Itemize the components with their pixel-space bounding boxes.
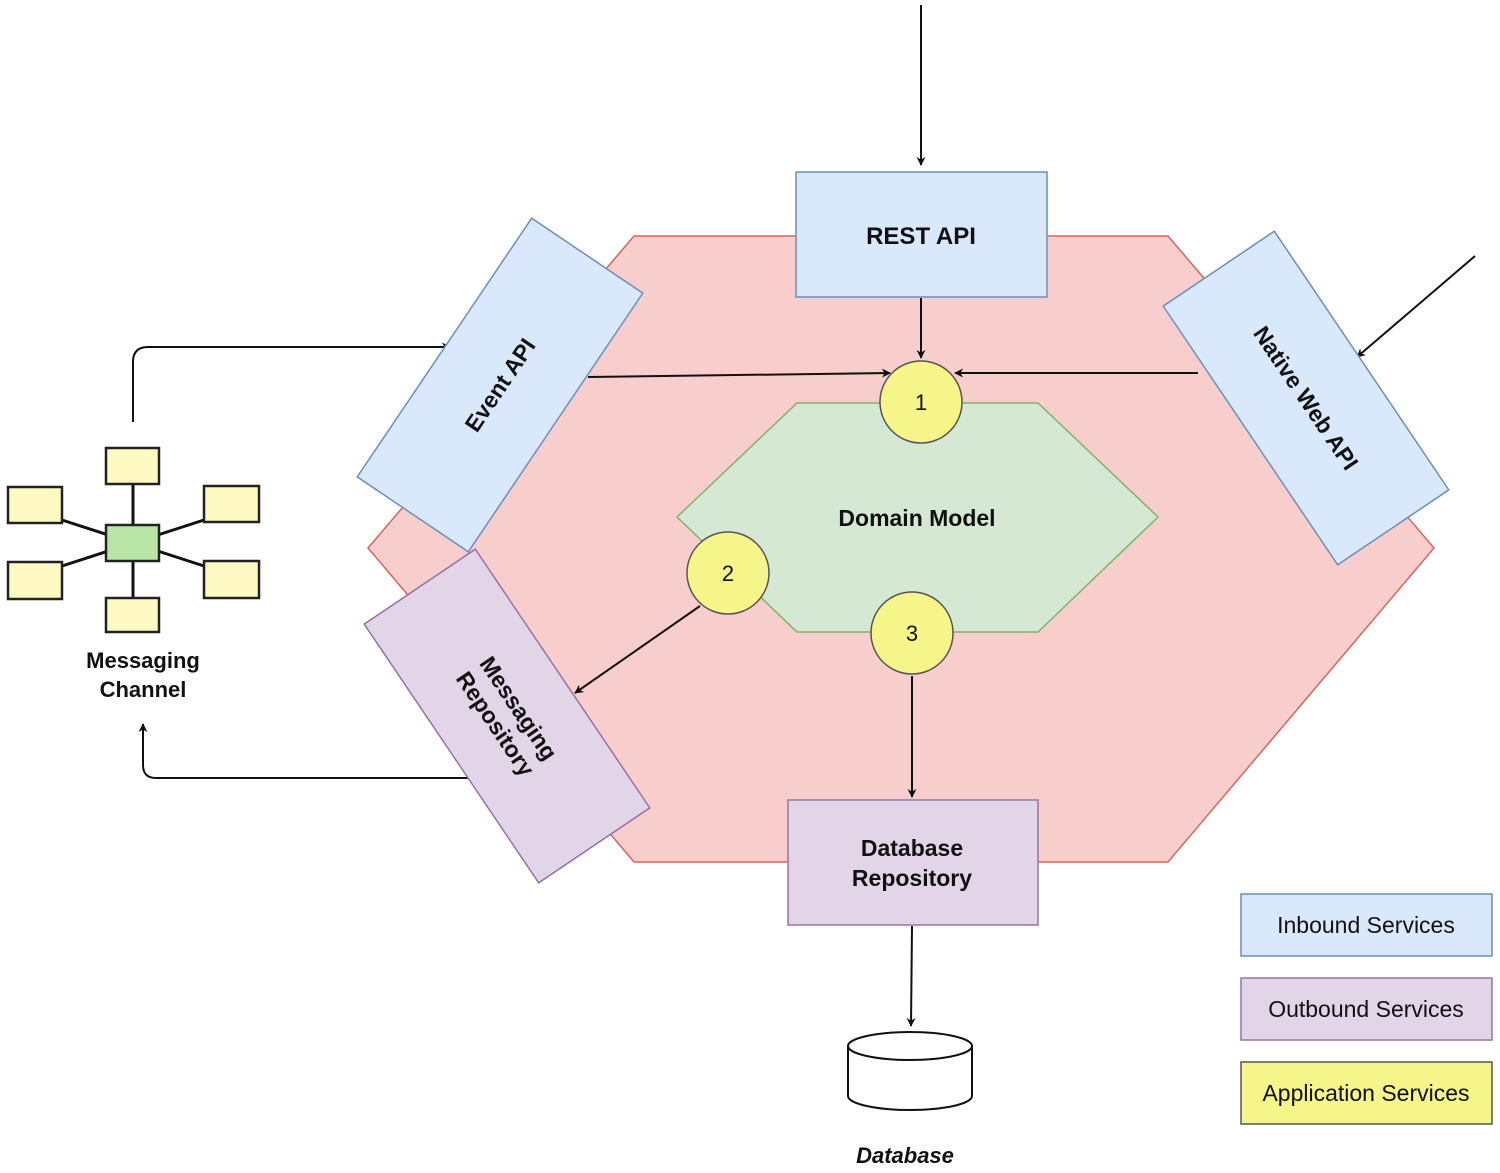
app-service-3-label: 3 — [906, 621, 918, 646]
rest-api-label: REST API — [866, 223, 976, 250]
native-web-api-box: Native Web API — [1162, 230, 1450, 566]
arrow-repo-to-database — [906, 925, 916, 1027]
messaging-channel-label-line1: Messaging — [86, 648, 200, 673]
app-service-2: 2 — [686, 531, 770, 615]
app-service-1: 1 — [879, 360, 963, 444]
legend-application-label: Application Services — [1262, 1080, 1469, 1106]
legend-application: Application Services — [1240, 1061, 1493, 1125]
legend-outbound-label: Outbound Services — [1268, 996, 1464, 1022]
domain-model-label: Domain Model — [838, 505, 995, 531]
arrow-external-to-native — [1356, 255, 1476, 358]
network-hub-icon — [6, 446, 261, 634]
app-service-2-label: 2 — [722, 561, 734, 586]
database-label: Database — [856, 1143, 954, 1168]
database-repository-label-line2: Repository — [852, 865, 972, 891]
messaging-repository-box: Messaging Repository — [363, 548, 651, 884]
legend-outbound: Outbound Services — [1240, 977, 1493, 1041]
arrow-2-to-messaging — [574, 605, 701, 694]
legend: Inbound Services Outbound Services Appli… — [1240, 893, 1493, 1125]
messaging-channel-label-line2: Channel — [100, 677, 187, 702]
app-service-1-label: 1 — [915, 390, 927, 415]
database-repository-box: Database Repository — [787, 799, 1039, 926]
legend-inbound-label: Inbound Services — [1277, 912, 1455, 938]
arrow-messaging-to-channel — [138, 723, 474, 779]
rest-api-box: REST API — [795, 171, 1048, 298]
arrow-event-to-1 — [587, 368, 891, 378]
database-cylinder-icon — [847, 1031, 973, 1111]
app-service-3: 3 — [870, 591, 954, 675]
event-api-box: Event API — [356, 217, 644, 553]
database-repository-label-line1: Database — [861, 835, 963, 861]
arrow-channel-to-event — [132, 342, 451, 422]
connectors — [132, 5, 1476, 1027]
domain-model-hexagon — [675, 402, 1160, 633]
legend-inbound: Inbound Services — [1240, 893, 1493, 957]
